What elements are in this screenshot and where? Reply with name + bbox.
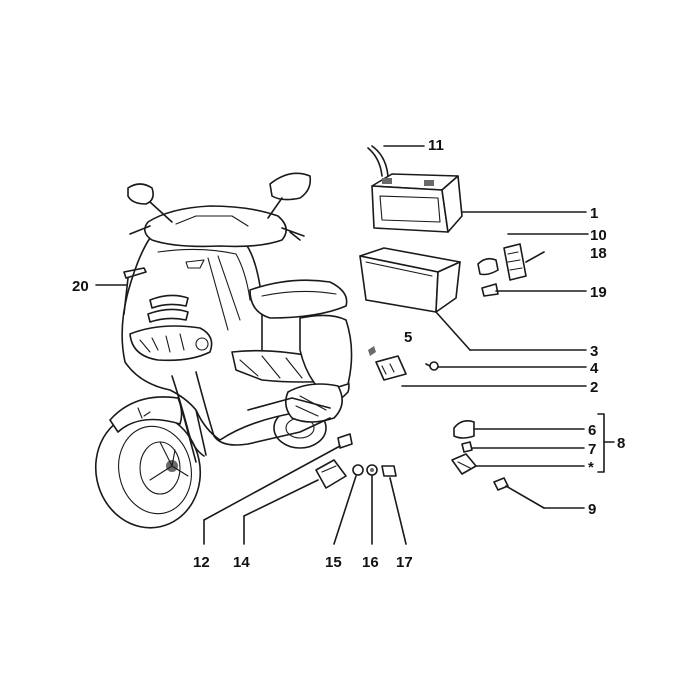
front-grille (149, 294, 189, 309)
leader-lines (95, 145, 615, 545)
screw-part-9 (493, 477, 509, 491)
callout-10: 10 (590, 227, 607, 244)
callout-17: 17 (396, 554, 413, 571)
scooter-illustration (94, 172, 353, 529)
clip-part (368, 346, 376, 356)
callout-20: 20 (72, 278, 89, 295)
right-grip (281, 227, 305, 241)
callout-3: 3 (590, 343, 598, 360)
screw-part-4 (425, 361, 439, 371)
callout-18: 18 (590, 245, 607, 262)
callout-19: 19 (590, 284, 607, 301)
seat (249, 279, 348, 319)
relay-part-14 (315, 459, 347, 489)
regulator-part (375, 355, 407, 381)
handlebar-cover (144, 205, 287, 248)
callout-9: 9 (588, 501, 596, 518)
callout-1: 1 (590, 205, 598, 222)
battery-tray-part (359, 247, 461, 313)
callout-11: 11 (428, 137, 444, 154)
callout-labels: 11 1 10 18 19 5 3 4 2 6 7 * 8 9 12 14 15… (72, 137, 625, 571)
callout-15: 15 (325, 554, 342, 571)
relay-connector-part (477, 243, 527, 297)
front-wheel-rim (118, 425, 192, 515)
switch-part-12 (337, 433, 353, 449)
callout-8: 8 (617, 435, 625, 452)
wiring-harness (195, 371, 331, 446)
left-grip (129, 225, 151, 235)
callout-asterisk: * (588, 459, 594, 476)
battery-part (371, 173, 463, 233)
callout-16: 16 (362, 554, 379, 571)
scooter-body (121, 232, 350, 441)
callout-6: 6 (588, 422, 596, 439)
callout-5: 5 (404, 329, 412, 346)
right-mirror (269, 172, 312, 201)
left-mirror (127, 183, 154, 205)
battery-vent-tube (367, 147, 383, 177)
nut-part-15 (352, 464, 364, 476)
bolt-part-17 (381, 465, 397, 477)
callout-4: 4 (590, 360, 599, 377)
callout-14: 14 (233, 554, 250, 571)
cable-clip-part (123, 267, 147, 279)
front-wheel-tire (94, 411, 202, 529)
rear-body (299, 314, 353, 393)
callout-2: 2 (590, 379, 598, 396)
fuse-holder-part (451, 420, 477, 475)
callout-12: 12 (193, 554, 210, 571)
callout-7: 7 (588, 441, 596, 458)
